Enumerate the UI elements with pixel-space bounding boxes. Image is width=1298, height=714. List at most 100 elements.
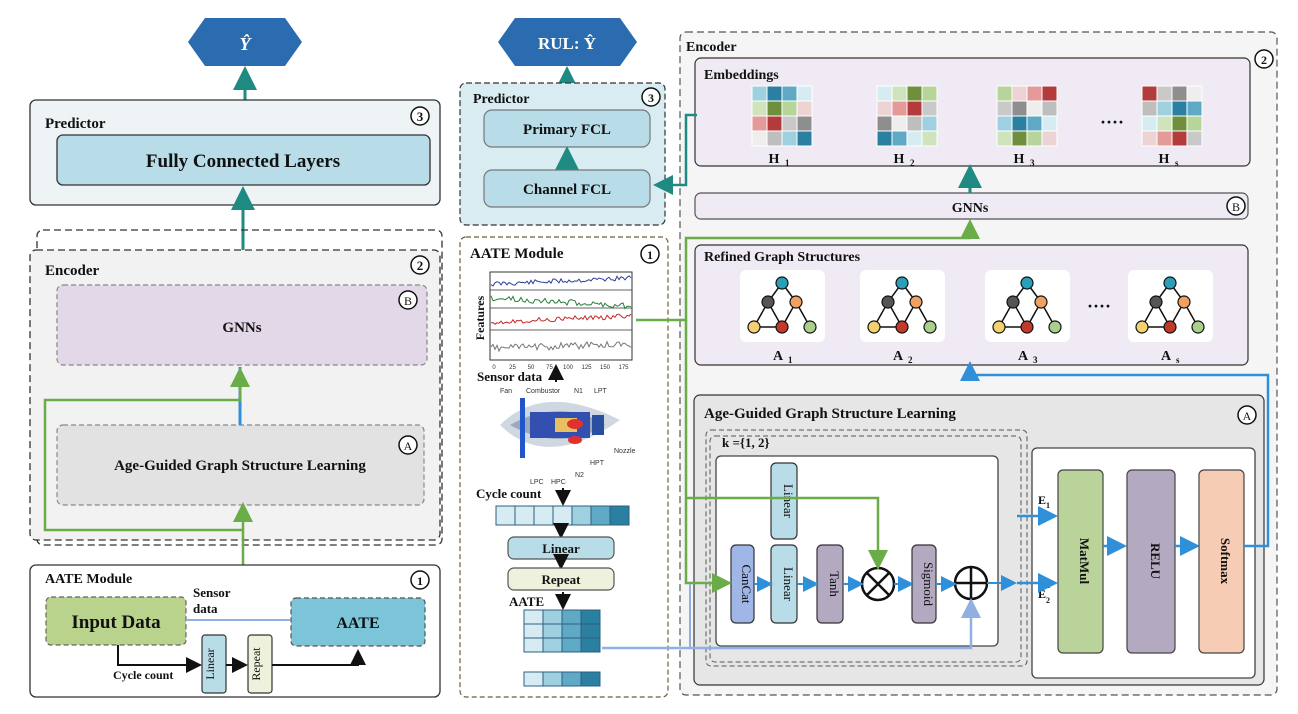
aate-cell — [542, 623, 563, 639]
aate-cell — [561, 609, 582, 625]
svg-text:k ={1, 2}: k ={1, 2} — [722, 435, 770, 450]
embedding-cell — [1041, 130, 1058, 147]
graph-label: A — [1161, 349, 1172, 364]
left-output-hexagon: Ŷ — [188, 18, 302, 66]
svg-text:2: 2 — [417, 258, 424, 273]
embedding-cell — [921, 115, 938, 132]
graph-node — [867, 320, 881, 334]
x-tick-label: 150 — [600, 365, 611, 371]
embedding-cell — [781, 115, 798, 132]
embedding-cell — [751, 115, 768, 132]
aate-cell — [580, 623, 601, 639]
svg-text:HPT: HPT — [590, 460, 605, 467]
graph-label: A — [1018, 349, 1029, 364]
aate-row-cell — [523, 671, 544, 687]
graph-node — [789, 295, 803, 309]
graph-node — [992, 320, 1006, 334]
graph-node — [895, 276, 909, 290]
svg-text:Nozzle: Nozzle — [614, 448, 636, 455]
svg-text:Predictor: Predictor — [473, 92, 530, 107]
embedding-label-sub: 3 — [1030, 158, 1035, 168]
aate-cell — [542, 609, 563, 625]
embedding-cell — [1141, 100, 1158, 117]
embedding-cell — [1041, 100, 1058, 117]
svg-text:B: B — [1232, 200, 1240, 214]
left-aate-module-panel: AATE Module 1 Input Data AATE Sensor dat… — [29, 564, 441, 698]
svg-text:Fully Connected Layers: Fully Connected Layers — [146, 151, 340, 172]
svg-text:LPC: LPC — [530, 479, 544, 486]
svg-text:Sigmoid: Sigmoid — [921, 562, 936, 607]
embedding-cell — [751, 85, 768, 102]
aate-cell — [561, 637, 582, 653]
graph-card — [740, 270, 825, 342]
graph-node — [1020, 320, 1034, 334]
arrow-softmax-to-refined — [960, 361, 1270, 548]
svg-text:Embeddings: Embeddings — [704, 68, 779, 83]
embedding-cell — [1171, 130, 1188, 147]
aate-embedding-matrix — [523, 609, 601, 653]
svg-text:GNNs: GNNs — [222, 320, 261, 336]
embedding-cell — [1041, 115, 1058, 132]
svg-text:Linear: Linear — [781, 567, 796, 602]
cycle-cell — [552, 505, 573, 526]
x-tick-label: 100 — [563, 365, 574, 371]
embedding-cell — [1026, 85, 1043, 102]
aate-row-cell — [561, 671, 582, 687]
svg-text:Softmax: Softmax — [1218, 538, 1233, 585]
embedding-cell — [891, 100, 908, 117]
turbofan-engine-illustration: Fan Combustor N1 LPT Nozzle HPT N2 LPC H… — [500, 388, 636, 486]
embedding-label: H — [1014, 152, 1025, 167]
svg-text:1: 1 — [1046, 501, 1050, 510]
svg-text:····: ···· — [1087, 296, 1111, 316]
graph-node — [803, 320, 817, 334]
embedding-cell — [891, 85, 908, 102]
graph-node — [1177, 295, 1191, 309]
x-tick-label: 75 — [546, 365, 553, 371]
relu-box — [1126, 469, 1176, 654]
embedding-cell — [751, 100, 768, 117]
arrow-embeddings-to-channel-fcl — [653, 113, 697, 195]
embedding-cell — [921, 85, 938, 102]
embedding-cell — [781, 130, 798, 147]
svg-text:GNNs: GNNs — [952, 201, 989, 216]
svg-text:Cycle count: Cycle count — [113, 668, 173, 682]
arrow-sensor-to-concat — [684, 320, 732, 593]
svg-text:Cycle count: Cycle count — [476, 486, 542, 501]
graph-node — [1191, 320, 1205, 334]
graph-node — [775, 276, 789, 290]
svg-text:Tanh: Tanh — [827, 571, 842, 597]
embedding-label: H — [894, 152, 905, 167]
embedding-cell — [1171, 85, 1188, 102]
svg-text:Repeat: Repeat — [249, 647, 263, 681]
embedding-cell — [1171, 100, 1188, 117]
svg-text:1: 1 — [647, 248, 653, 262]
agsl-linear-top-box — [770, 462, 798, 540]
embedding-cell — [1011, 115, 1028, 132]
embedding-cell — [906, 130, 923, 147]
embedding-cell — [996, 115, 1013, 132]
svg-text:Repeat: Repeat — [542, 572, 582, 587]
embedding-cell — [876, 100, 893, 117]
arrow-sensor-to-gnns-right — [636, 219, 980, 322]
graph-node — [1149, 295, 1163, 309]
svg-text:A: A — [1243, 409, 1252, 423]
aate-cell — [523, 623, 544, 639]
softmax-box — [1198, 469, 1245, 654]
embedding-cell — [906, 115, 923, 132]
graph-card — [1128, 270, 1213, 342]
svg-text:CanCat: CanCat — [739, 565, 754, 604]
embedding-cell — [1026, 130, 1043, 147]
embedding-cell — [1141, 85, 1158, 102]
arrow-aate-to-add — [602, 598, 981, 650]
embedding-cell — [1186, 115, 1203, 132]
graph-label-sub: 3 — [1033, 355, 1038, 365]
embedding-cell — [766, 85, 783, 102]
svg-text:A: A — [404, 439, 413, 453]
svg-text:E: E — [1038, 587, 1046, 601]
svg-text:2: 2 — [1261, 53, 1267, 67]
cycle-cell — [514, 505, 535, 526]
svg-text:Input Data: Input Data — [71, 612, 161, 633]
embedding-cell — [1186, 130, 1203, 147]
